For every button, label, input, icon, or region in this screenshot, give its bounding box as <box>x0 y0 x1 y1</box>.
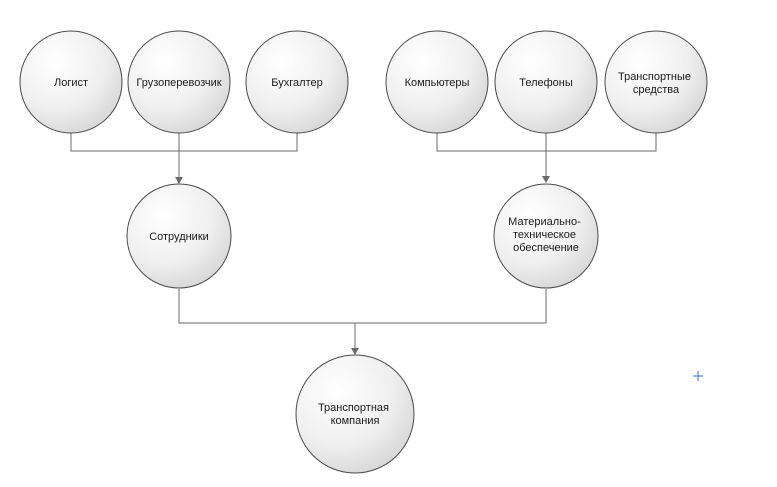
connectors-company-group <box>178 289 547 355</box>
node-vehicles-label: Транспортные средства <box>618 71 694 96</box>
connectors-staff-group <box>70 133 298 184</box>
node-accountant: Бухгалтер <box>245 30 349 134</box>
node-logist: Логист <box>19 30 123 134</box>
node-logist-label: Логист <box>54 77 88 89</box>
node-company: Транспортная компания <box>295 354 415 474</box>
arrow-to-material <box>542 176 550 183</box>
node-carrier: Грузоперевозчик <box>127 30 231 134</box>
connectors-material-group <box>436 133 657 183</box>
edge-material-company <box>355 289 547 324</box>
arrow-to-company <box>351 348 359 355</box>
node-vehicles: Транспортные средства <box>604 30 708 134</box>
node-staff-label: Сотрудники <box>149 231 209 243</box>
node-phones: Телефоны <box>494 30 598 134</box>
edge-staff-company <box>178 289 355 324</box>
node-accountant-label: Бухгалтер <box>271 77 322 89</box>
node-carrier-label: Грузоперевозчик <box>136 77 221 89</box>
node-material: Материально- техническое обеспечение <box>493 183 599 289</box>
node-staff: Сотрудники <box>126 183 232 289</box>
node-material-label: Материально- техническое обеспечение <box>508 216 584 254</box>
edge-computers-material <box>436 133 546 152</box>
edge-vehicles-material <box>546 133 657 152</box>
crosshair-cursor-icon <box>693 371 703 381</box>
node-computers-label: Компьютеры <box>405 77 470 89</box>
node-phones-label: Телефоны <box>519 77 573 89</box>
node-computers: Компьютеры <box>385 30 489 134</box>
edge-accountant-staff <box>179 133 298 152</box>
arrow-to-staff <box>175 177 183 184</box>
edge-logist-staff <box>70 133 179 152</box>
node-company-label: Транспортная компания <box>318 402 392 427</box>
